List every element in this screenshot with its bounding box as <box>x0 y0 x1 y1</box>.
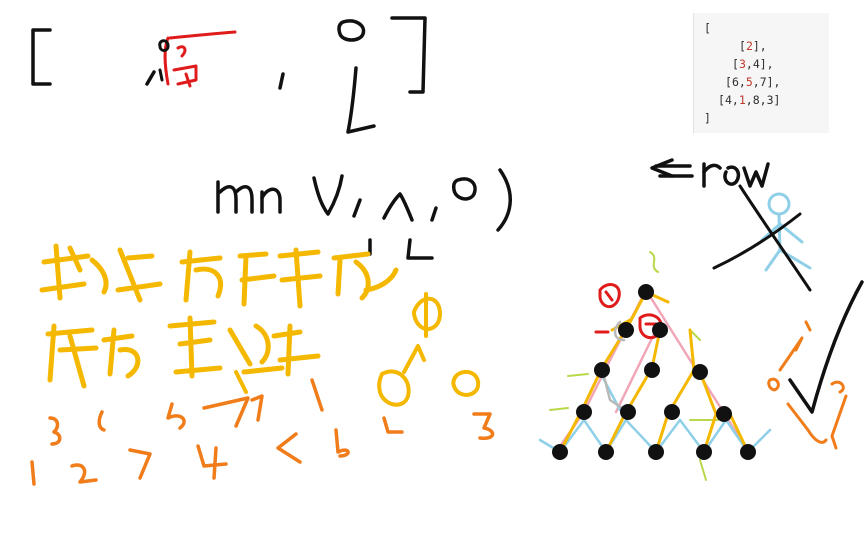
code-row-4-value-2: 1 <box>738 93 746 107</box>
row-arrow-label <box>650 158 770 188</box>
yellow-handwriting-line-1 <box>39 243 399 309</box>
yellow-small-marks <box>234 292 481 407</box>
code-row-4-value-4: 3 <box>766 93 774 107</box>
top-black-small-marks <box>158 39 170 82</box>
yellow-handwriting-line-2 <box>45 315 321 389</box>
code-row-1: [2], <box>739 39 767 53</box>
small-zero <box>337 19 366 42</box>
check-mark <box>788 280 864 414</box>
orange-digits-row-2 <box>30 428 350 486</box>
code-snippet-panel: [ [2], [3,4], [6,5,7], [4,1,8,3] ] <box>693 13 829 133</box>
tree-node-row4-3 <box>664 404 680 420</box>
tree-node-row3-3 <box>692 364 708 380</box>
tree-node-row1-1 <box>638 284 654 300</box>
top-bracket-sketch <box>31 16 427 134</box>
comma-2 <box>278 72 285 90</box>
tree-node-row4-2 <box>620 404 636 420</box>
triangle-tree-diagram <box>538 251 772 481</box>
code-row-4-value-1: 4 <box>724 93 732 107</box>
left-bracket <box>31 28 52 86</box>
orange-digits-row-1 <box>48 378 495 446</box>
tree-blue-paths <box>538 370 772 454</box>
cross-out-mark <box>712 184 812 292</box>
code-close-bracket: ] <box>704 111 711 125</box>
code-row-2-value-2: 4 <box>752 57 760 71</box>
code-row-3-value-2: 5 <box>745 75 753 89</box>
tree-nodes <box>552 284 756 460</box>
down-arrow-sketch <box>346 66 376 134</box>
code-row-2-value-1: 3 <box>738 57 746 71</box>
code-row-3: [6,5,7], <box>725 75 781 89</box>
code-row-3-value-1: 6 <box>731 75 739 89</box>
comma-1 <box>145 70 156 86</box>
code-row-3-value-3: 7 <box>759 75 767 89</box>
code-row-1-value-1: 2 <box>745 39 753 53</box>
code-open-bracket: [ <box>704 21 711 35</box>
tree-node-row2-1 <box>618 322 634 338</box>
min-expression-sketch <box>216 168 512 260</box>
orange-right-marks <box>767 320 848 450</box>
tree-node-row5-1 <box>552 444 568 460</box>
right-bracket <box>390 16 427 94</box>
tree-node-row5-4 <box>696 444 712 460</box>
tree-node-row4-4 <box>716 406 732 422</box>
tree-node-row5-2 <box>598 444 614 460</box>
tree-node-row3-1 <box>594 362 610 378</box>
tree-node-row5-5 <box>740 444 756 460</box>
tree-node-row5-3 <box>648 444 664 460</box>
code-row-4-value-3: 8 <box>752 93 760 107</box>
tree-node-row4-1 <box>576 404 592 420</box>
tree-node-row3-2 <box>644 362 660 378</box>
code-row-4: [4,1,8,3] <box>718 93 781 107</box>
code-row-2: [3,4], <box>732 57 774 71</box>
top-red-marks <box>163 30 237 88</box>
tree-node-row2-2 <box>652 322 668 338</box>
